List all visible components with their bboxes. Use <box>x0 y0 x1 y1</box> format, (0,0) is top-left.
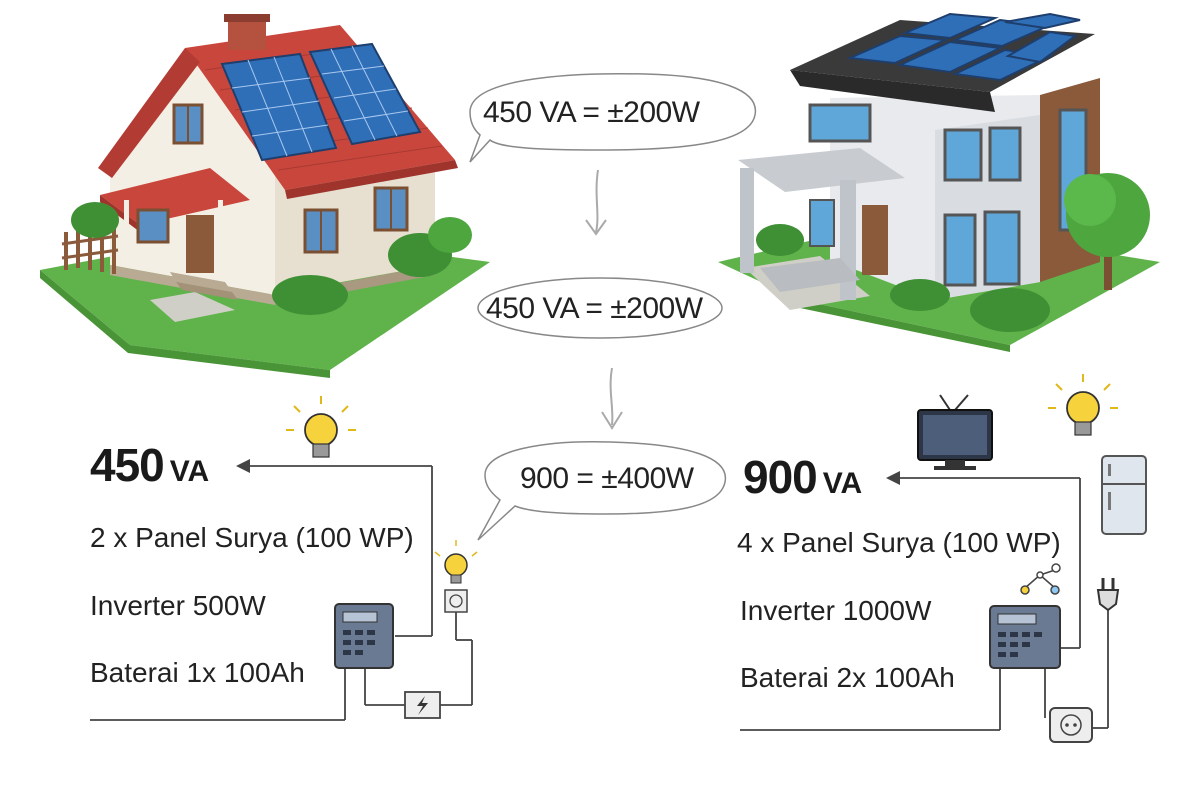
bubble-2 <box>477 277 723 339</box>
left-spec-battery: Baterai 1x 100Ah <box>90 657 305 688</box>
light-bulb-icon <box>434 540 478 584</box>
left-spec-panels: 2 x Panel Surya (100 WP) <box>90 522 414 553</box>
bubble-2-text: 450 VA = ±200W <box>486 292 703 325</box>
television-icon <box>917 394 993 470</box>
light-bulb-icon <box>1048 374 1118 436</box>
left-wiring <box>90 465 473 721</box>
solar-panel-left-2 <box>308 42 422 146</box>
right-spec-battery: Baterai 2x 100Ah <box>740 662 955 693</box>
right-title-value: 900 <box>743 451 818 503</box>
right-title-unit: VA <box>822 467 863 500</box>
right-wiring <box>740 477 1109 731</box>
network-icon <box>1020 563 1061 595</box>
right-arrow-head <box>886 471 900 485</box>
right-spec-panels: 4 x Panel Surya (100 WP) <box>737 527 1061 558</box>
fuse-box-icon <box>444 589 468 613</box>
power-plug-icon <box>1096 578 1120 612</box>
bubble-3 <box>477 441 727 541</box>
left-spec-inverter: Inverter 500W <box>90 590 266 621</box>
socket-icon <box>1049 707 1093 743</box>
lightning-icon <box>404 691 441 719</box>
house-modern-icon <box>718 12 1160 352</box>
flow-arrow-1 <box>585 169 607 236</box>
solar-panel-left-1 <box>220 52 338 162</box>
left-title-unit: VA <box>169 455 210 488</box>
inverter-icon <box>334 603 394 669</box>
right-spec-inverter: Inverter 1000W <box>740 595 932 626</box>
bubble-1 <box>469 72 757 163</box>
house-small-icon <box>40 14 490 378</box>
inverter-icon <box>989 605 1061 669</box>
left-title-value: 450 <box>90 439 165 491</box>
flow-arrow-2 <box>601 367 623 430</box>
light-bulb-icon <box>286 396 356 458</box>
bubble-1-text: 450 VA = ±200W <box>483 96 700 129</box>
solar-panel-right <box>846 12 1081 82</box>
left-arrow-head <box>236 459 250 473</box>
refrigerator-icon <box>1101 455 1147 535</box>
bubble-3-text: 900 = ±400W <box>520 462 694 495</box>
